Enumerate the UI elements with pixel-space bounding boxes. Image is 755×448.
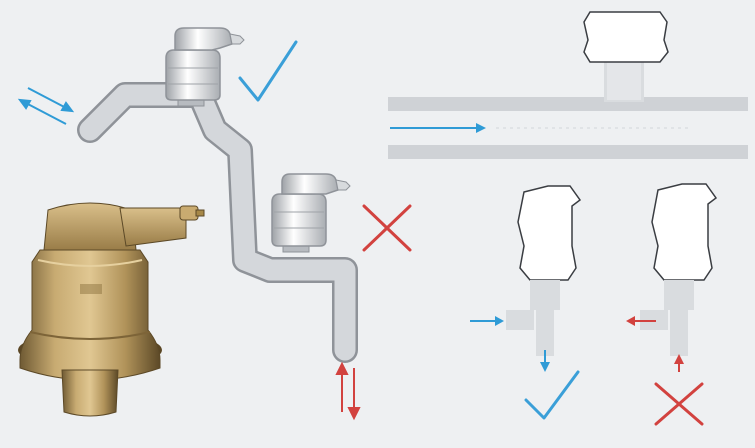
flow-arrow-right-icon: [470, 316, 504, 326]
check-mark-icon: [240, 42, 296, 100]
flow-arrow-up-icon: [674, 354, 684, 372]
check-mark-icon: [526, 372, 578, 418]
vent-chamber-outline: [652, 184, 716, 280]
brass-air-vent-product: [18, 203, 204, 416]
tee-installation-wrong: [626, 184, 716, 424]
vent-chamber-outline: [518, 186, 580, 280]
cross-mark-icon: [656, 384, 702, 424]
flow-arrow-right-icon: [390, 123, 486, 133]
horizontal-pipe-bottom-wall: [388, 145, 748, 159]
vent-chamber-outline: [584, 12, 668, 62]
horizontal-pipe-installation: [388, 12, 748, 159]
air-vent-valve-icon: [166, 28, 244, 106]
tee-installation-correct: [470, 186, 580, 418]
horizontal-pipe-top-wall: [388, 97, 748, 111]
bidirectional-vertical-arrows-icon: [337, 364, 359, 418]
bidirectional-flow-arrows-icon: [20, 88, 72, 124]
cross-mark-icon: [364, 206, 410, 250]
air-vent-valve-icon: [272, 174, 350, 252]
